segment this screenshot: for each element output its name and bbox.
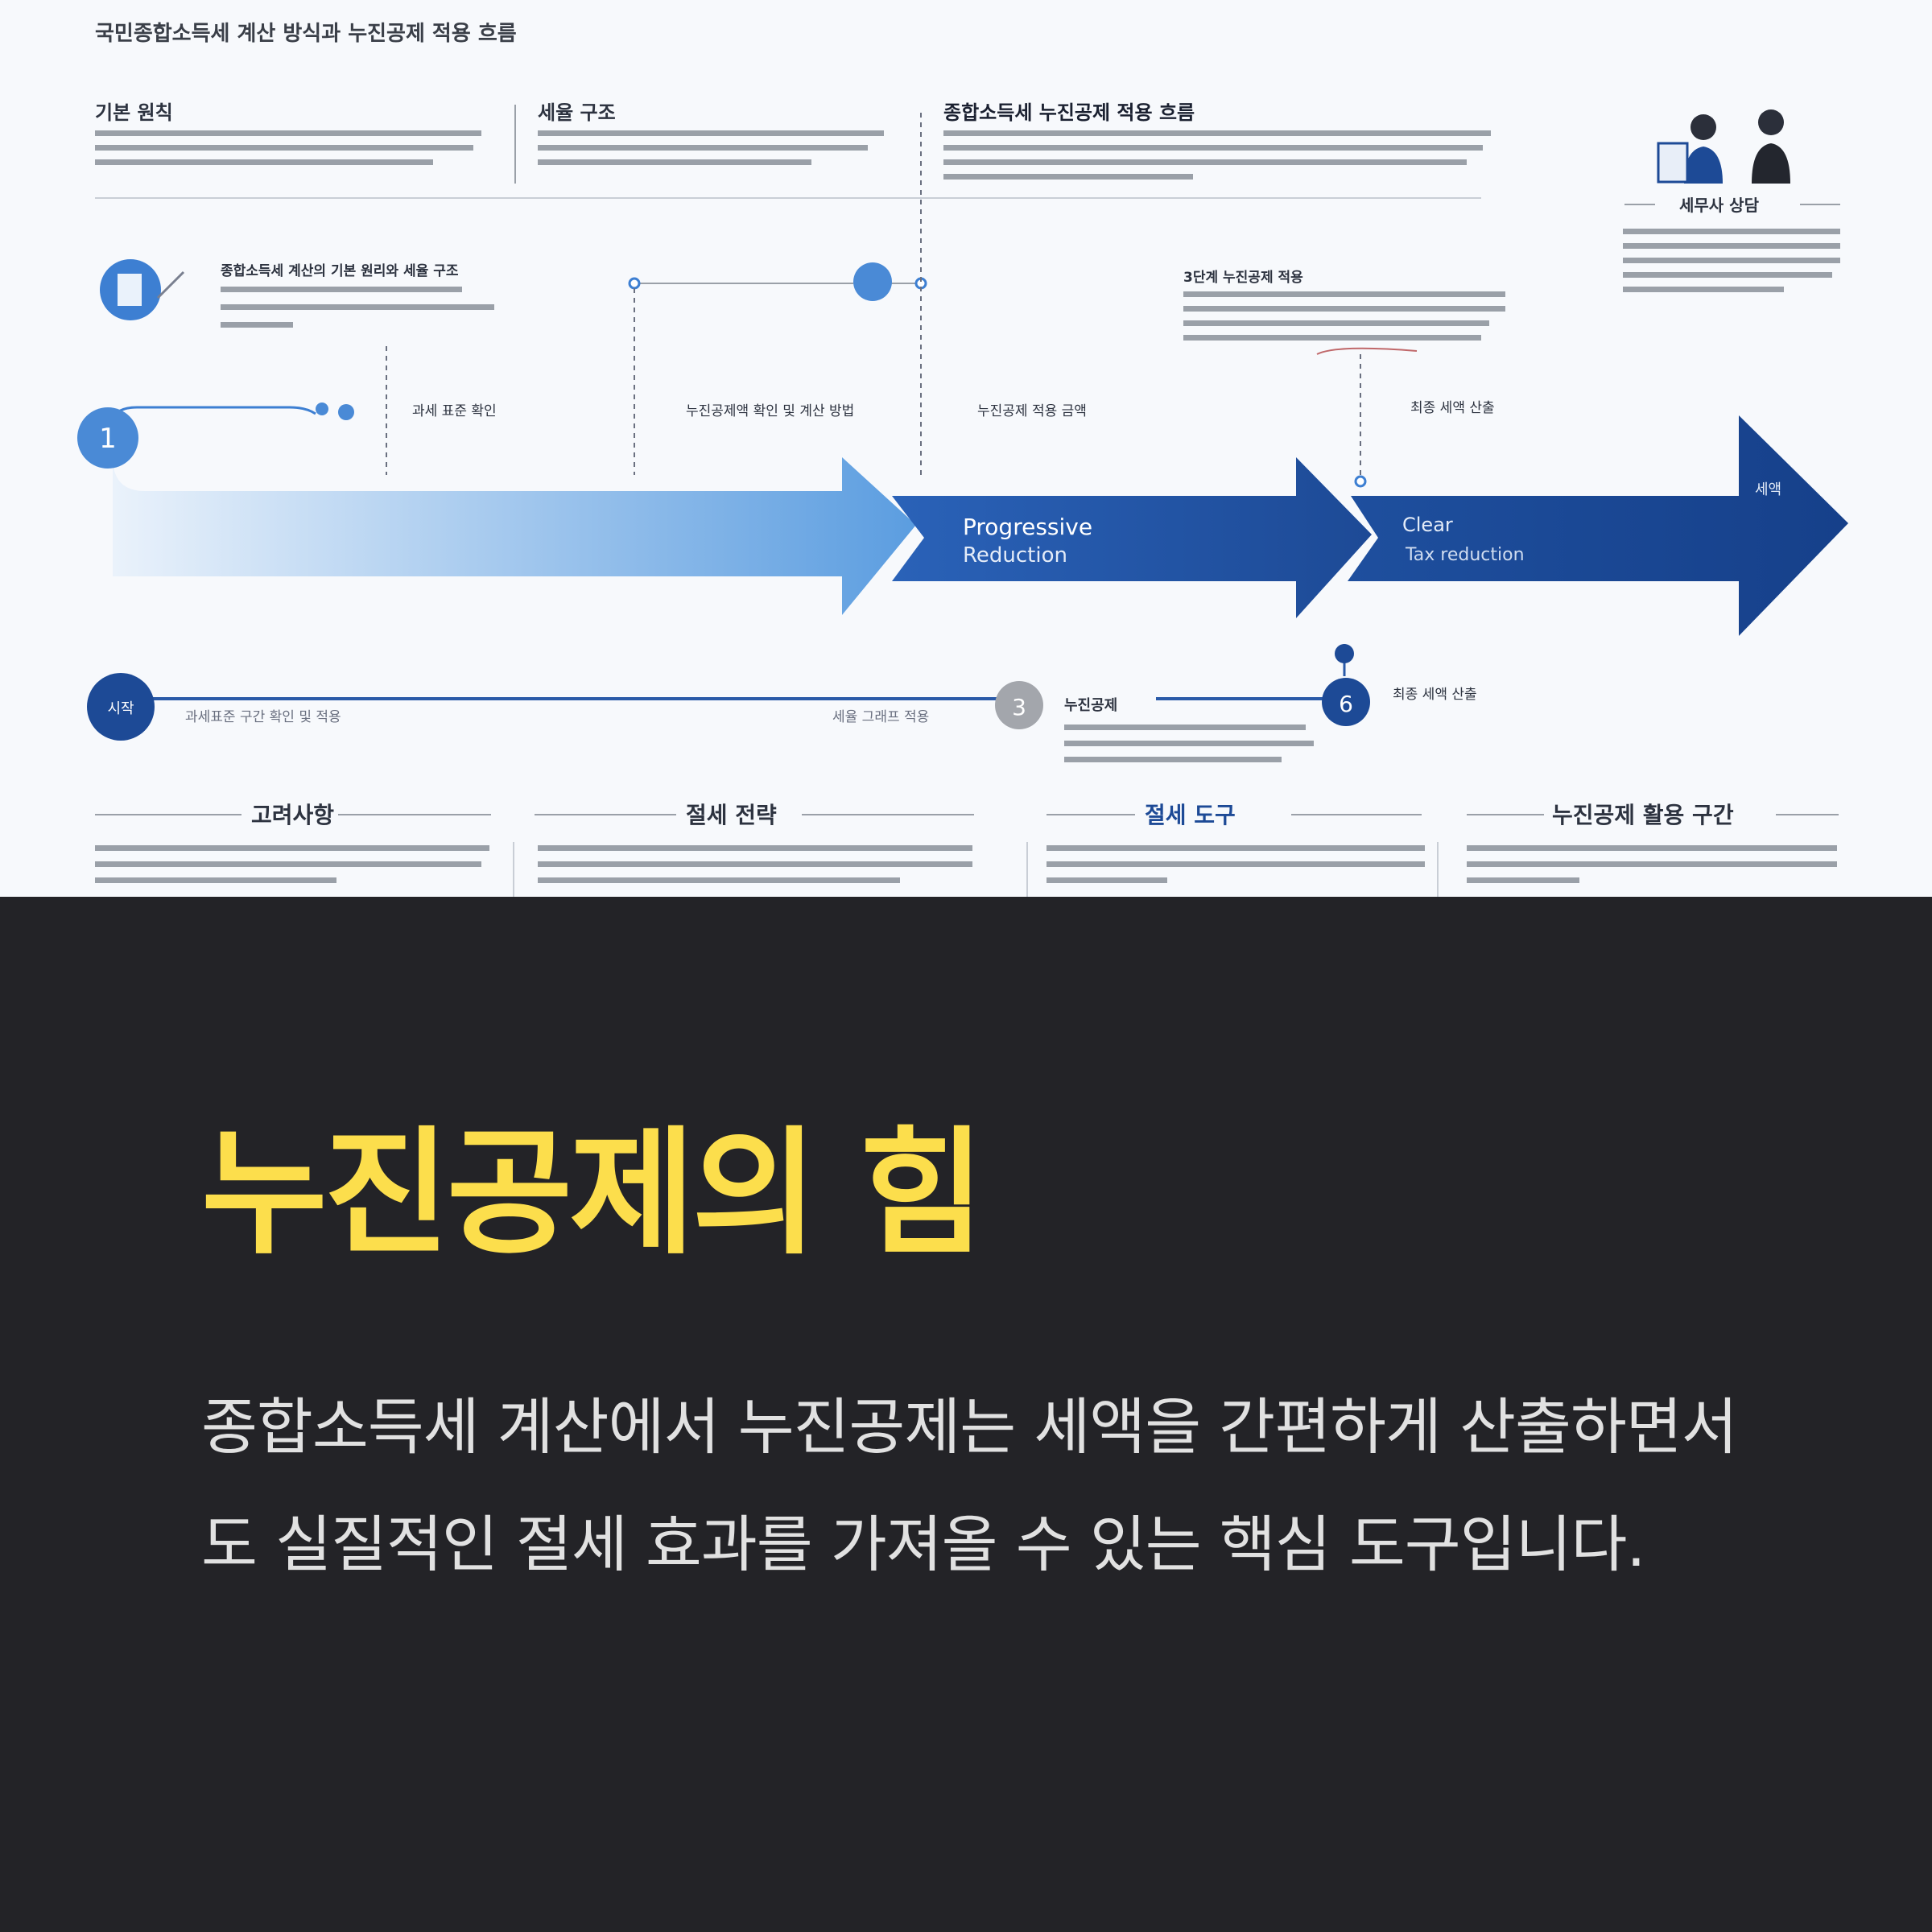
infographic-graphic: 국민종합소득세 계산 방식과 누진공제 적용 흐름 기본 원칙 세율 구조 종합… xyxy=(0,0,1932,897)
column-text-1 xyxy=(95,130,481,165)
step-6-label: 최종 세액 산출 xyxy=(1393,687,1477,703)
start-badge-label: 시작 xyxy=(107,700,134,717)
column-heading-1: 기본 원칙 xyxy=(95,101,173,124)
timeline-left-label: 과세표준 구간 확인 및 적용 xyxy=(185,709,341,725)
section-1-title: 고려사항 xyxy=(251,802,334,828)
consultant-people-icon xyxy=(1658,109,1790,184)
infographic-subtitle: 국민종합소득세 계산 방식과 누진공제 적용 흐름 xyxy=(95,22,517,46)
section-texts xyxy=(95,842,1837,897)
people-text xyxy=(1623,229,1840,292)
column-heading-3: 종합소득세 누진공제 적용 흐름 xyxy=(943,101,1195,124)
step-6-number: 6 xyxy=(1339,691,1353,717)
top-label-1: 과세 표준 확인 xyxy=(412,403,497,419)
people-caption: 세무사 상담 xyxy=(1679,196,1760,215)
top-label-3: 누진공제 적용 금액 xyxy=(977,403,1087,419)
arrow-right-line1: Clear xyxy=(1402,514,1453,536)
section-4-title: 누진공제 활용 구간 xyxy=(1552,802,1734,828)
tax-infographic: 국민종합소득세 계산 방식과 누진공제 적용 흐름 기본 원칙 세율 구조 종합… xyxy=(0,0,1932,897)
top-label-4: 최종 세액 산출 xyxy=(1410,400,1495,416)
top-label-2: 누진공제액 확인 및 계산 방법 xyxy=(686,403,854,419)
callout-right: 3단계 누진공제 적용 xyxy=(1183,270,1303,286)
arrow-right-line2: Tax reduction xyxy=(1405,545,1525,565)
section-2-title: 절세 전략 xyxy=(686,802,777,828)
section-3-title: 절세 도구 xyxy=(1145,802,1236,828)
page-title: 누진공제의 힘 xyxy=(201,1119,982,1269)
callout-left: 종합소득세 계산의 기본 원리와 세율 구조 xyxy=(221,262,459,279)
step-3-number: 3 xyxy=(1012,694,1026,720)
arrow-segment-1 xyxy=(113,457,916,615)
arrow-end-label: 세액 xyxy=(1755,481,1781,498)
arrow-mid-line2: Reduction xyxy=(963,543,1067,568)
arrow-mid-line1: Progressive xyxy=(963,514,1092,540)
column-text-3 xyxy=(943,130,1491,180)
column-text-2 xyxy=(538,130,884,165)
body-text: 종합소득세 계산에서 누진공제는 세액을 간편하게 산출하면서도 실질적인 절세… xyxy=(201,1368,1771,1604)
column-heading-2: 세율 구조 xyxy=(538,101,616,124)
step-1-number: 1 xyxy=(99,423,117,455)
step-3-label: 누진공제 xyxy=(1064,697,1117,714)
timeline-node xyxy=(853,262,892,301)
timeline-mid-label: 세율 그래프 적용 xyxy=(832,709,929,725)
